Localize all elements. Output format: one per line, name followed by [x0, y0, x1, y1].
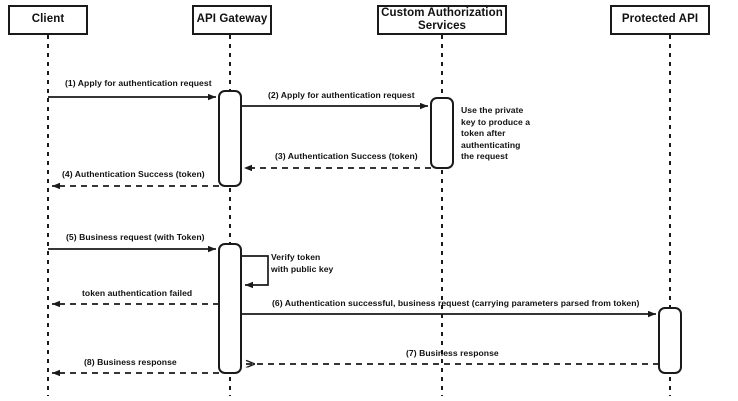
message-label-token-authentication-failed: token authentication failed: [82, 288, 193, 298]
participant-box-custom-authorization-services[interactable]: Custom Authorization Services: [377, 5, 507, 35]
self-message-loop-api-gateway: [241, 255, 269, 289]
activation-api-gateway-2: [218, 243, 242, 374]
activation-bars: [218, 90, 682, 374]
message-label-2: (2) Apply for authentication request: [268, 90, 415, 100]
message-label-1: (1) Apply for authentication request: [65, 78, 212, 88]
note-line-2: with public key: [271, 263, 334, 274]
self-message-note-api-gateway: Verify token with public key: [271, 252, 356, 275]
message-label-7: (7) Business response: [406, 348, 499, 358]
participant-box-client[interactable]: Client: [8, 5, 88, 35]
message-arrows: [48, 93, 659, 377]
participant-box-api-gateway[interactable]: API Gateway: [192, 5, 272, 35]
participant-label-client: Client: [31, 13, 65, 26]
activation-auth-service-1: [430, 97, 454, 169]
self-message-note-auth-service: Use the private key to produce a token a…: [461, 105, 536, 163]
activation-api-gateway-1: [218, 90, 242, 187]
message-label-5: (5) Business request (with Token): [66, 232, 205, 242]
activation-protected-api-1: [658, 307, 682, 374]
participant-label-custom-authorization-services: Custom Authorization Services: [381, 6, 503, 32]
note-line-2: key to produce a: [461, 116, 531, 127]
message-label-8: (8) Business response: [84, 357, 177, 367]
note-line-3: token after: [461, 128, 506, 139]
note-line-1: Verify token: [271, 252, 321, 262]
participant-label-protected-api: Protected API: [621, 13, 699, 26]
note-line-1: Use the private: [461, 105, 524, 115]
note-line-5: the request: [461, 151, 508, 162]
message-label-4: (4) Authentication Success (token): [62, 169, 205, 179]
message-label-6: (6) Authentication successful, business …: [272, 298, 640, 308]
participant-label-api-gateway: API Gateway: [196, 13, 268, 26]
message-label-3: (3) Authentication Success (token): [275, 151, 418, 161]
note-line-4: authenticating: [461, 139, 521, 150]
participant-box-protected-api[interactable]: Protected API: [610, 5, 710, 35]
